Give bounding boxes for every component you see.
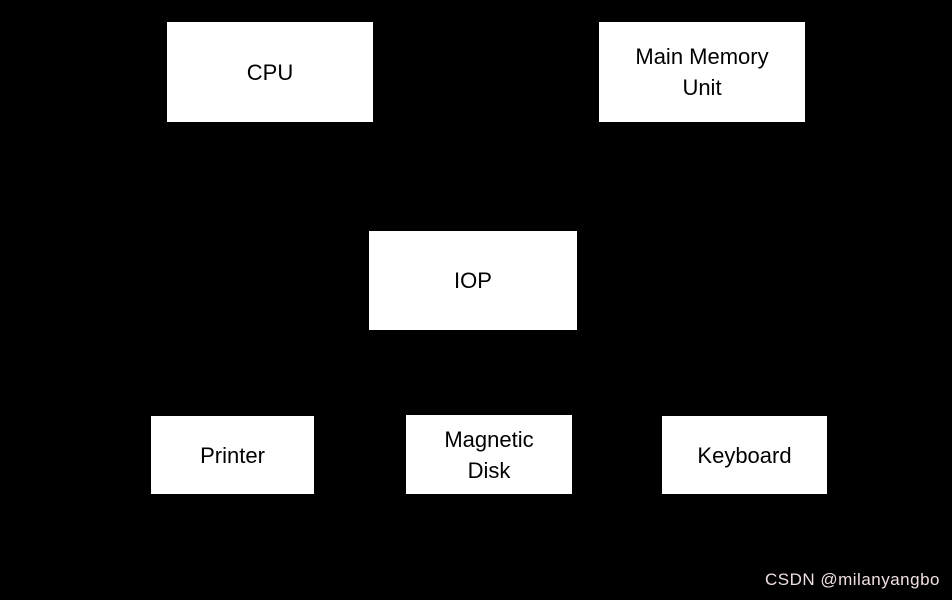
csdn-watermark: CSDN @milanyangbo [764,570,940,589]
node-iop-label: IOP [454,268,492,293]
node-magnetic-disk-label: Magnetic Disk [444,426,534,483]
node-iop: IOP [369,231,577,330]
node-keyboard: Keyboard [662,416,827,494]
node-cpu-label: CPU [246,59,294,85]
node-printer: Printer [151,416,314,494]
node-main-memory-unit: Main Memory Unit [599,22,805,122]
node-main-memory-unit-label: Main Memory Unit [635,44,769,100]
node-magnetic-disk: Magnetic Disk [406,415,572,494]
node-keyboard-label: Keyboard [697,442,792,468]
node-cpu: CPU [167,22,373,122]
node-printer-label: Printer [200,442,265,468]
